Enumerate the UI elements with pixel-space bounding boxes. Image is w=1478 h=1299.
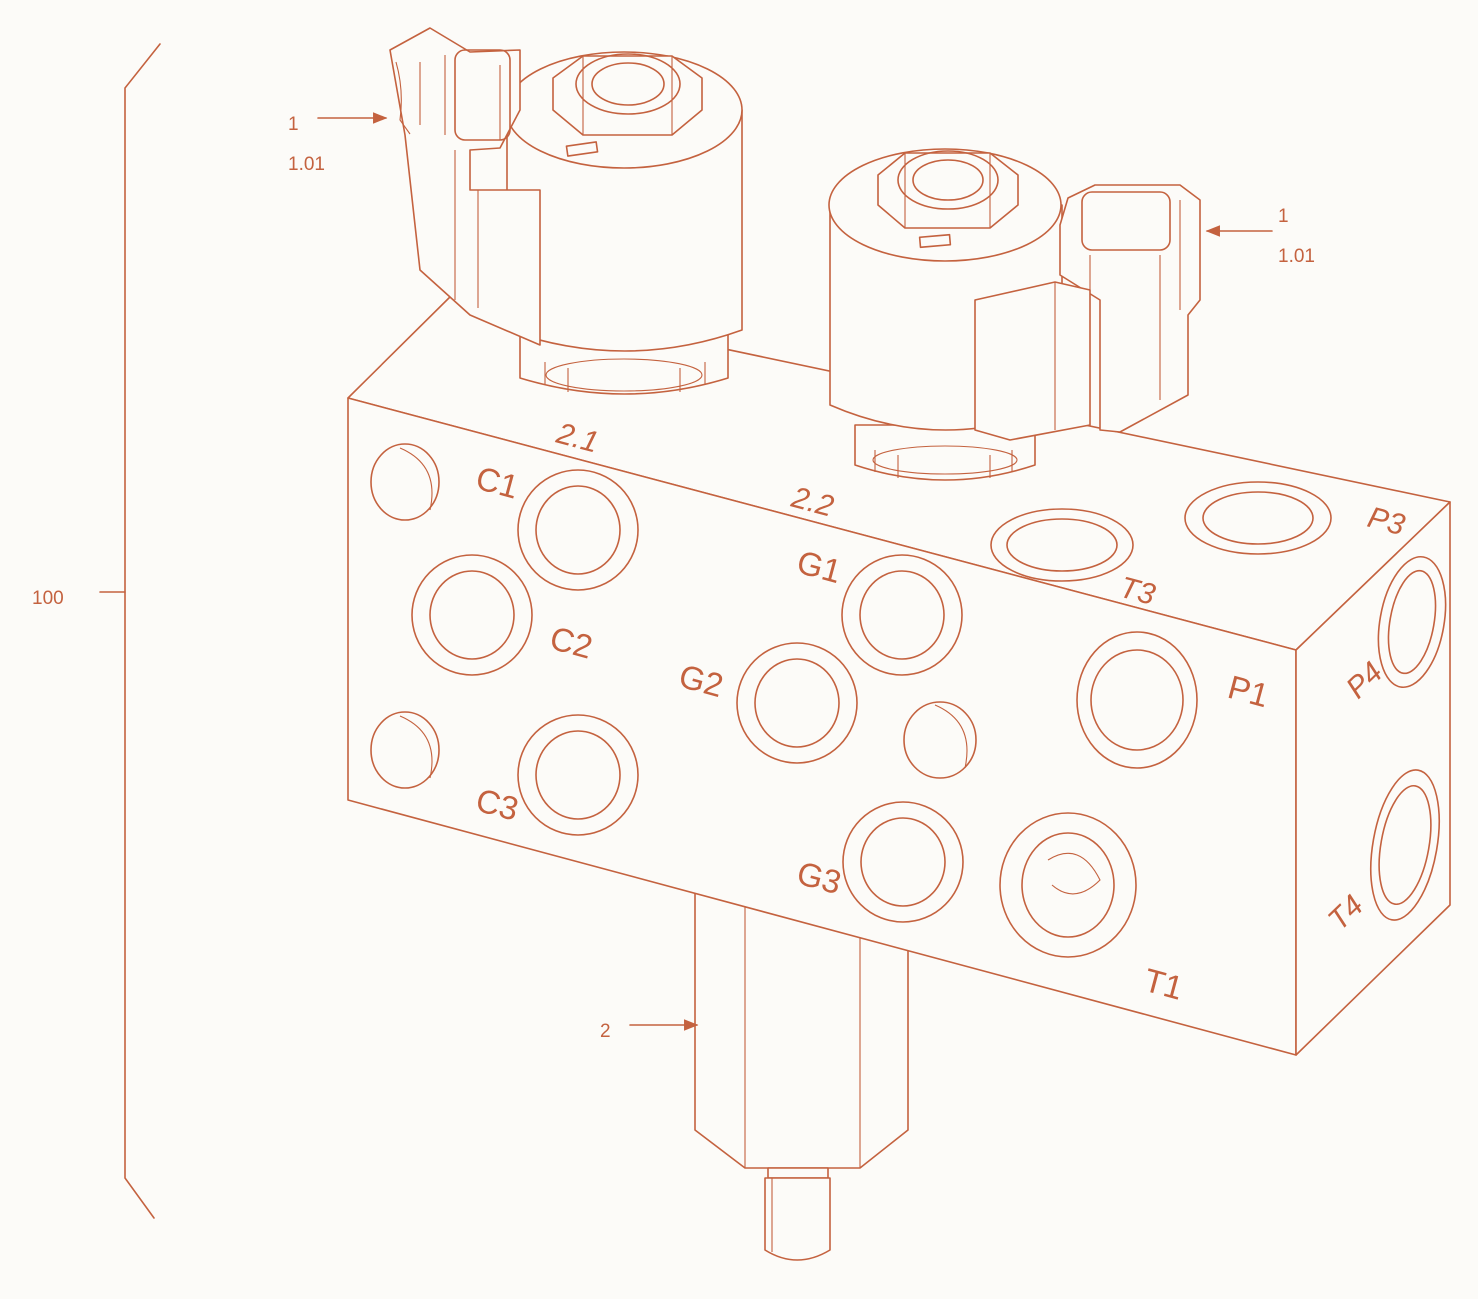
solenoid-coil-left [389,27,743,395]
port-labels: 2.1 2.2 C1 C2 C3 G1 G2 G3 P1 T1 T3 P3 P4… [472,417,1408,1007]
callout-coil-left-sub: 1.01 [288,154,325,175]
callout-coil-left-item: 1 [288,114,299,135]
callout-assembly: 100 [32,588,64,609]
callout-coil-right-item: 1 [1278,206,1289,227]
front-face-ports [370,443,1198,958]
solenoid-coil-right [828,148,1201,481]
top-face-ports [990,481,1332,582]
assembly-bracket [99,43,161,1219]
callout-cartridge: 2 [600,1021,611,1042]
right-face-ports [1370,555,1447,921]
callouts: 100 1 1.01 1 1.01 2 [32,112,1315,1042]
cartridge-valve [694,879,909,1261]
callout-coil-right-sub: 1.01 [1278,246,1315,267]
